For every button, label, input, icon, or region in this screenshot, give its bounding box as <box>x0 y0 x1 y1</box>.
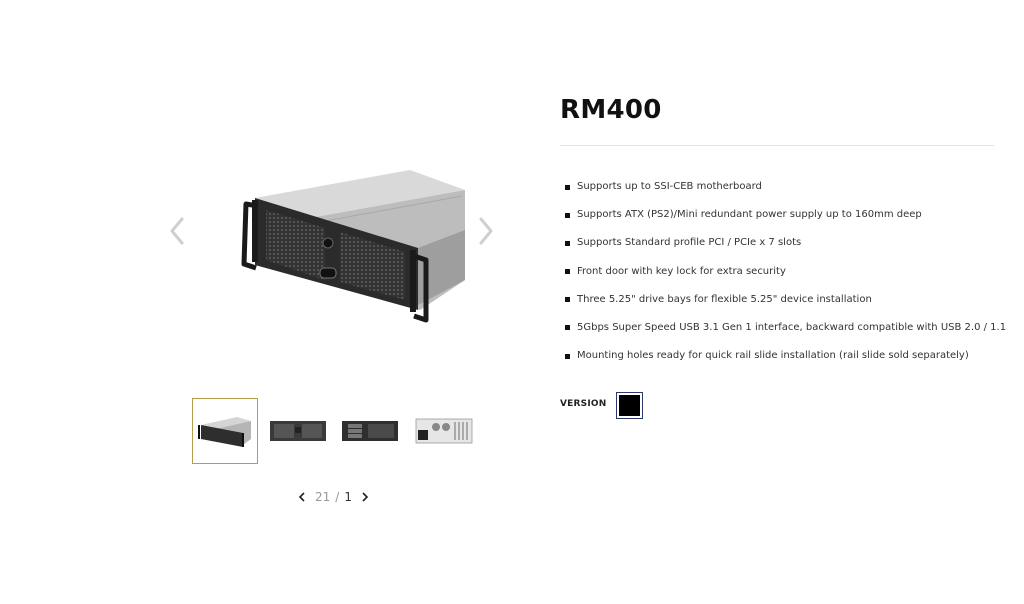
version-label: VERSION <box>560 399 607 409</box>
bullet-icon <box>565 269 570 275</box>
gallery-pager: 21 / 1 <box>295 488 372 506</box>
chevron-right-icon <box>362 492 369 502</box>
feature-text: Supports ATX (PS2)/Mini redundant power … <box>577 209 922 221</box>
feature-item: Supports ATX (PS2)/Mini redundant power … <box>565 208 1006 236</box>
feature-text: Supports up to SSI-CEB motherboard <box>577 181 762 192</box>
chevron-left-icon <box>298 492 305 502</box>
gallery-next-button[interactable] <box>475 216 497 246</box>
pager-next-button[interactable] <box>358 490 372 504</box>
feature-text: Three 5.25" drive bays for flexible 5.25… <box>577 293 872 305</box>
feature-text: Front door with key lock for extra secur… <box>577 265 786 277</box>
thumbnail-rear-view-image <box>415 418 473 444</box>
feature-item: Mounting holes ready for quick rail slid… <box>565 349 1006 377</box>
feature-item: 5Gbps Super Speed USB 3.1 Gen 1 interfac… <box>565 321 1006 349</box>
feature-item: Three 5.25" drive bays for flexible 5.25… <box>565 293 1006 321</box>
bullet-icon <box>565 353 570 359</box>
pager-current: 21 <box>315 490 331 504</box>
bullet-icon <box>565 325 570 331</box>
feature-text: Mounting holes ready for quick rail slid… <box>577 350 969 362</box>
thumbnail-4[interactable] <box>412 398 476 464</box>
gallery-prev-button[interactable] <box>166 216 188 246</box>
bullet-icon <box>565 184 570 190</box>
pager-total: 1 <box>344 490 352 504</box>
thumbnail-strip <box>192 398 482 466</box>
feature-text: Supports Standard profile PCI / PCIe x 7… <box>577 237 802 249</box>
bullet-icon <box>565 212 570 218</box>
thumbnail-front-open-view-image <box>342 421 398 441</box>
thumbnail-front-view-image <box>270 421 326 441</box>
chevron-left-icon <box>170 217 184 245</box>
feature-list: Supports up to SSI-CEB motherboard Suppo… <box>565 180 1006 377</box>
feature-item: Supports up to SSI-CEB motherboard <box>565 180 1006 208</box>
product-main-image <box>241 170 465 323</box>
thumbnail-1[interactable] <box>192 398 258 464</box>
pager-separator: / <box>335 490 340 504</box>
pager-prev-button[interactable] <box>295 490 309 504</box>
thumbnail-angled-view-image <box>198 417 251 447</box>
feature-item: Supports Standard profile PCI / PCIe x 7… <box>565 236 1006 264</box>
chevron-right-icon <box>479 217 493 245</box>
product-gallery <box>160 150 505 355</box>
feature-item: Front door with key lock for extra secur… <box>565 265 1006 293</box>
feature-text: 5Gbps Super Speed USB 3.1 Gen 1 interfac… <box>577 321 1007 333</box>
thumbnail-3[interactable] <box>338 398 402 464</box>
product-title: RM400 <box>560 95 662 125</box>
bullet-icon <box>565 240 570 246</box>
swatch-color-fill <box>619 395 640 416</box>
version-swatch-black[interactable] <box>616 392 643 419</box>
bullet-icon <box>565 297 570 303</box>
title-divider <box>560 145 994 146</box>
thumbnail-2[interactable] <box>266 398 330 464</box>
